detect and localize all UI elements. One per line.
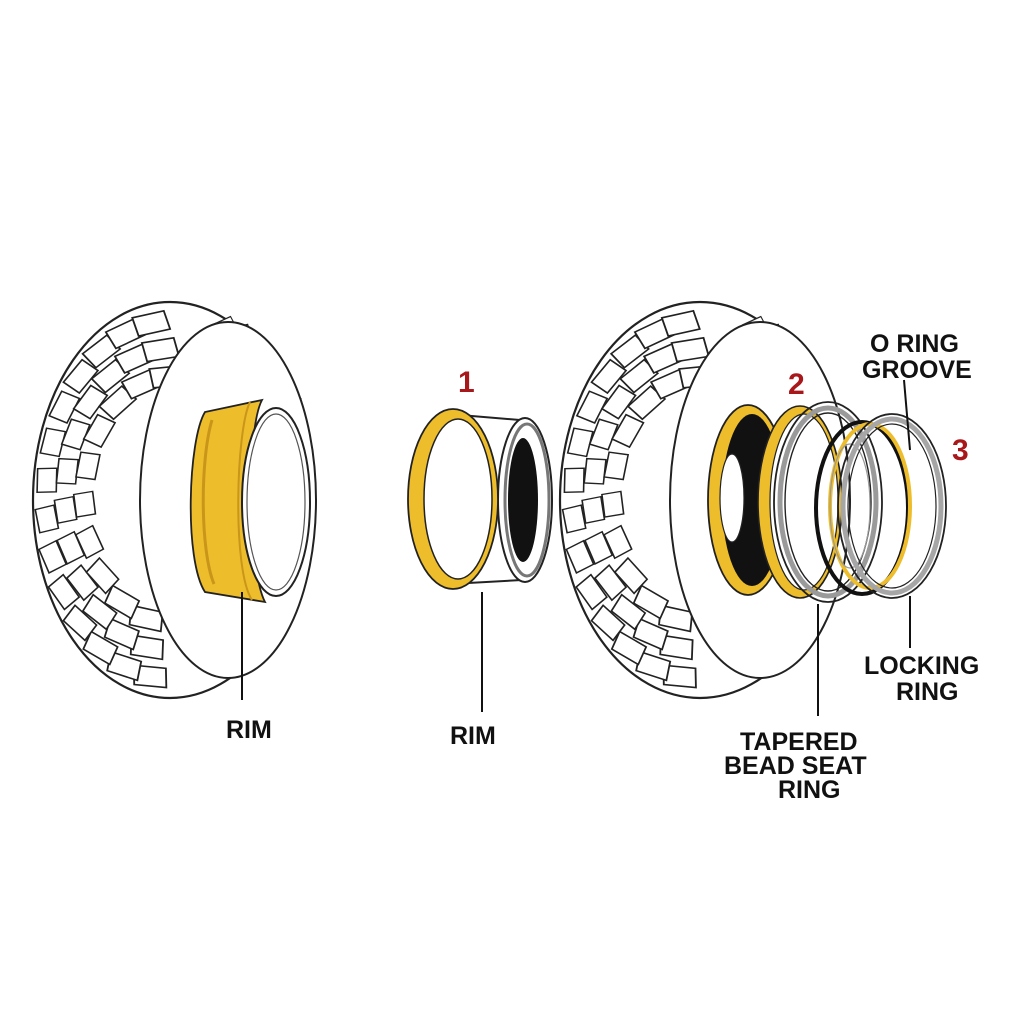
tread-block	[601, 490, 625, 518]
step-1-number: 1	[458, 366, 475, 399]
tapered-label-line3: RING	[778, 776, 841, 804]
tread-block	[72, 490, 97, 518]
o-ring-groove-leader	[903, 379, 911, 451]
tread-block	[34, 465, 60, 496]
tread-block	[581, 455, 609, 488]
tread-block	[581, 495, 606, 525]
tapered-label-line1: TAPERED	[740, 728, 858, 756]
left-rim	[189, 398, 311, 604]
locking-ring-label-line1: LOCKING	[864, 652, 979, 680]
middle-rim	[407, 408, 553, 590]
tread-block	[561, 504, 587, 534]
o-ring	[814, 420, 912, 596]
rim-middle-label: RIM	[450, 722, 496, 750]
step-3-number: 3	[952, 434, 969, 467]
o-ring-groove-label-line1: O RING	[870, 330, 959, 358]
tread-block	[561, 465, 587, 496]
tread-block	[53, 495, 78, 525]
locking-ring	[837, 413, 947, 599]
rim-left-label: RIM	[226, 716, 272, 744]
o-ring-groove-label-line2: GROOVE	[862, 356, 972, 384]
locking-ring-label-line2: RING	[896, 678, 959, 706]
tapered-label-line2: BEAD SEAT	[724, 752, 867, 780]
step-2-number: 2	[788, 368, 805, 401]
